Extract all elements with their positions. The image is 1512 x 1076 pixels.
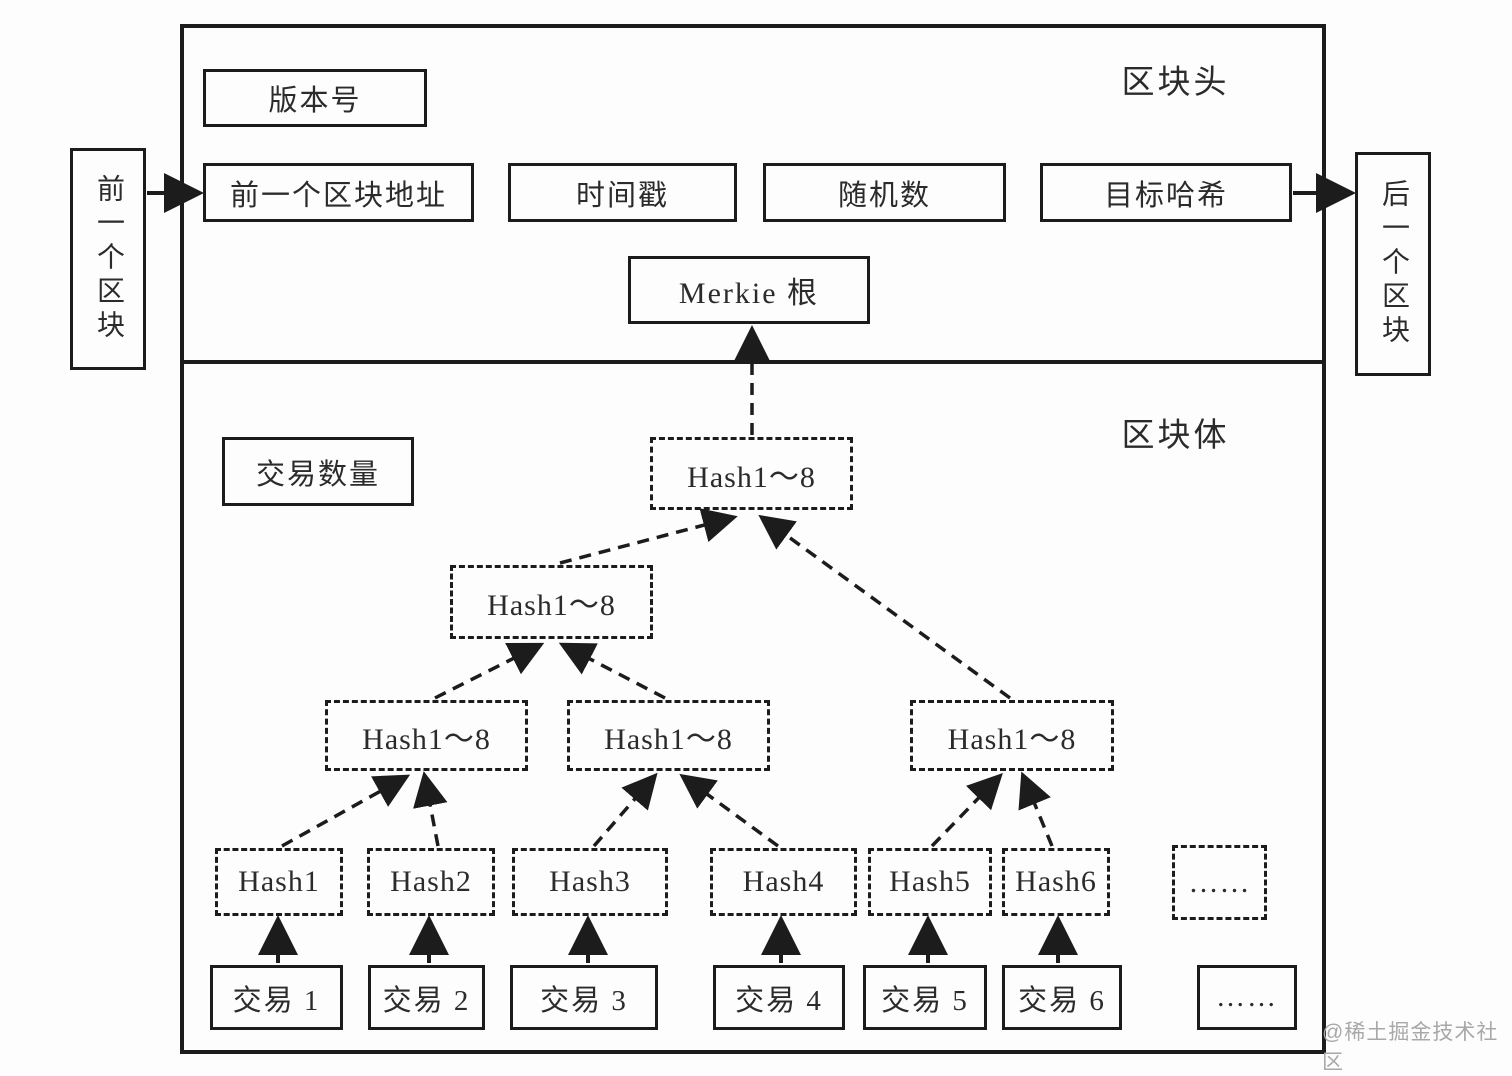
merkle-l3-node: Hash1～8	[567, 700, 770, 771]
timestamp-node: 时间戳	[508, 163, 737, 222]
leaf-hash-node: Hash3	[512, 848, 668, 916]
leaf-hash-node: Hash2	[367, 848, 495, 916]
transaction-node: 交易 3	[510, 965, 658, 1030]
transaction-node: 交易 2	[368, 965, 485, 1030]
next-block-node: 后一个区块	[1355, 152, 1431, 376]
leaf-hash-node: Hash1	[215, 848, 343, 916]
version-node: 版本号	[203, 69, 427, 127]
transaction-ellipsis-node: ……	[1197, 965, 1297, 1030]
tx-count-node: 交易数量	[222, 437, 414, 506]
merkle-root-node: Merkie 根	[628, 256, 870, 324]
block-outline	[180, 24, 1326, 1054]
merkle-l3-node: Hash1～8	[910, 700, 1114, 771]
leaf-hash-node: Hash4	[710, 848, 857, 916]
leaf-hash-node: Hash6	[1002, 848, 1110, 916]
nonce-node: 随机数	[763, 163, 1006, 222]
merkle-l2-node: Hash1～8	[450, 565, 653, 639]
watermark: @稀土掘金技术社区	[1322, 1021, 1499, 1074]
leaf-hash-ellipsis-node: ……	[1172, 845, 1267, 920]
merkle-l3-node: Hash1～8	[325, 700, 528, 771]
block-header-label: 区块头	[1121, 65, 1230, 101]
transaction-node: 交易 1	[210, 965, 343, 1030]
target-hash-node: 目标哈希	[1040, 163, 1292, 222]
transaction-node: 交易 4	[713, 965, 845, 1030]
prev-address-node: 前一个区块地址	[203, 163, 474, 222]
transaction-node: 交易 5	[863, 965, 987, 1030]
transaction-node: 交易 6	[1002, 965, 1122, 1030]
leaf-hash-node: Hash5	[868, 848, 992, 916]
previous-block-node: 前一个区块	[70, 148, 146, 370]
block-body-label: 区块体	[1121, 418, 1230, 454]
merkle-top-node: Hash1～8	[650, 437, 853, 510]
header-body-divider	[182, 360, 1324, 364]
